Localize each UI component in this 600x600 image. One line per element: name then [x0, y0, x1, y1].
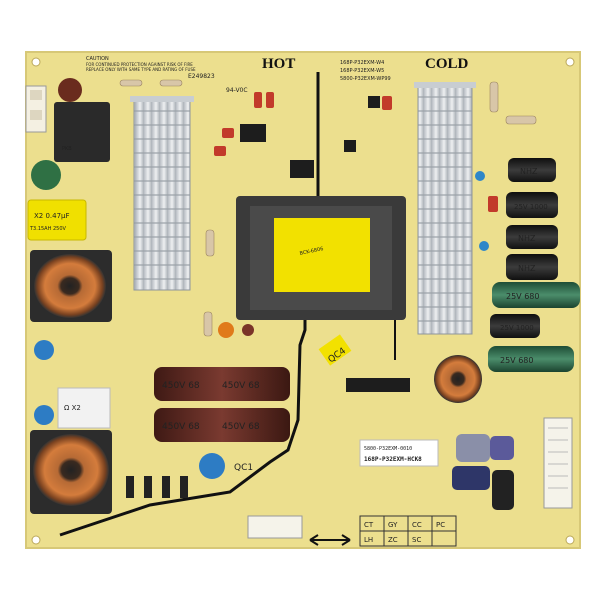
resistors — [119, 79, 537, 337]
bulk-cap-2: 450V 68 450V 68 — [154, 408, 290, 442]
model-line-2: 168P-P32EXM-W5 — [340, 68, 384, 74]
cap-blue-small — [475, 171, 485, 181]
caution-title: CAUTION — [86, 56, 109, 62]
cap-orange — [218, 322, 234, 338]
hot-label: HOT — [262, 56, 295, 72]
svg-text:CT: CT — [364, 521, 374, 529]
svg-text:450V 68: 450V 68 — [162, 422, 200, 432]
output-inductor — [434, 355, 482, 403]
caution-line-3: REPLACE ONLY WITH SAME TYPE AND RATING O… — [86, 67, 196, 72]
svg-text:GY: GY — [388, 521, 398, 529]
svg-text:450V 68: 450V 68 — [222, 381, 260, 391]
cap-black-2: 25V 1000 — [506, 192, 558, 218]
relay-black — [54, 102, 110, 162]
cap-black-3: NHZ — [506, 225, 558, 249]
output-connector — [543, 417, 573, 509]
svg-text:SC: SC — [412, 536, 421, 544]
svg-text:450V 68: 450V 68 — [222, 422, 260, 432]
cert-code: E249823 — [188, 73, 215, 80]
varistor-brown — [58, 78, 82, 102]
svg-text:450V 68: 450V 68 — [162, 381, 200, 391]
heatsink-right — [417, 85, 473, 335]
svg-text:ZC: ZC — [388, 536, 398, 544]
rating-mark: 94-V0C — [226, 87, 248, 94]
cap-green-1: 25V 680 — [492, 282, 580, 308]
choke-2-coil — [33, 434, 109, 506]
cap-green-2: 25V 680 — [488, 346, 574, 372]
svg-text:BCK-6806: BCK-6806 — [299, 246, 324, 257]
cap-black-4: NHZ — [506, 254, 558, 280]
bottom-connector — [247, 515, 303, 539]
svg-text:NHZ: NHZ — [518, 264, 536, 273]
cap-black-5: 25V 1000 — [490, 314, 540, 338]
small-components — [214, 92, 498, 212]
x-cap-text: X2 0.47μF — [34, 212, 70, 220]
varistor-green — [31, 160, 61, 190]
cap-navy — [452, 466, 490, 490]
diodes — [126, 476, 188, 498]
svg-text:PC: PC — [436, 521, 445, 529]
mount-hole — [31, 535, 41, 545]
x-cap-white — [57, 387, 111, 429]
cap-brown-small — [242, 324, 254, 336]
cap-dark — [492, 470, 514, 510]
heatsink-left — [133, 99, 191, 291]
svg-text:25V 680: 25V 680 — [500, 356, 533, 365]
fuse-label: T3.15AH 250V — [29, 226, 67, 232]
signal-table: CT GY CC PC LH ZC SC — [359, 515, 457, 547]
model-line-1: 168P-P32EXM-W4 — [340, 60, 384, 66]
mount-hole — [565, 57, 575, 67]
part-label-top: 5800-P32EXM-0010 — [364, 446, 412, 452]
svg-text:LH: LH — [364, 536, 373, 544]
part-label-main: 168P-P32EXM-HCK8 — [364, 456, 422, 463]
y-cap-blue — [34, 340, 54, 360]
arrow-mark — [309, 534, 351, 546]
model-line-3: 5800-P32EXM-WP99 — [340, 76, 391, 82]
bulk-cap-1: 450V 68 450V 68 — [154, 367, 290, 401]
svg-text:NHZ: NHZ — [520, 167, 538, 176]
caution-line-2: FOR CONTINUED PROTECTION AGAINST RISK OF… — [86, 62, 193, 67]
mount-hole — [565, 535, 575, 545]
ics — [240, 96, 410, 392]
svg-text:25V 680: 25V 680 — [506, 292, 539, 301]
svg-text:NHZ: NHZ — [518, 234, 536, 243]
mount-hole — [31, 57, 41, 67]
svg-text:CC: CC — [412, 521, 422, 529]
svg-text:25V 1000: 25V 1000 — [500, 324, 534, 332]
x-capacitor-yellow — [27, 199, 87, 241]
choke-1-coil — [34, 254, 106, 318]
part-label — [359, 439, 439, 467]
transformer-tape — [274, 218, 370, 292]
y-cap-blue — [34, 405, 54, 425]
ref-q1: QC1 — [234, 463, 253, 473]
cap-silver — [456, 434, 490, 462]
svg-text:25V 1000: 25V 1000 — [514, 203, 548, 211]
cold-label: COLD — [425, 56, 469, 72]
qc-sticker — [318, 334, 352, 366]
cap-purple — [490, 436, 514, 460]
blue-cap-text: Ω X2 — [64, 404, 81, 412]
cap-blue-small — [479, 241, 489, 251]
y-cap-blue — [199, 453, 225, 479]
svg-text:PKB: PKB — [62, 146, 72, 152]
cap-black-1: NHZ — [508, 158, 556, 182]
